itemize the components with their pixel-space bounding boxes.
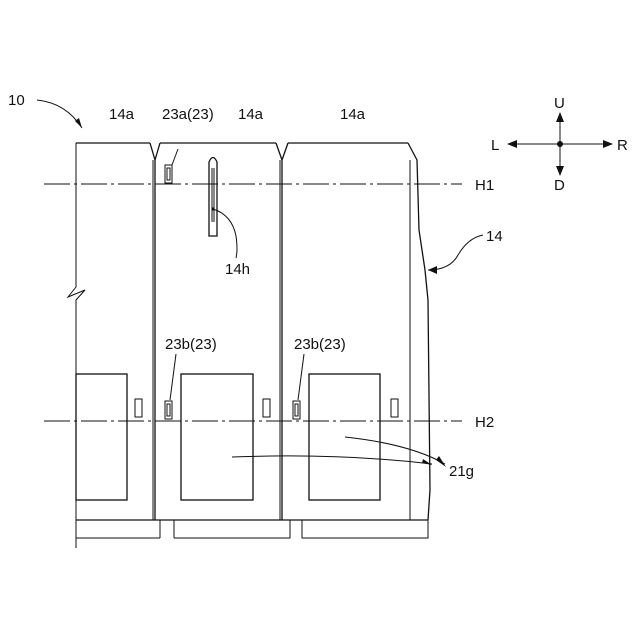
label-housing: 14: [486, 228, 503, 245]
small-slot: [135, 399, 142, 417]
label-slot-upper: 23a(23): [162, 106, 214, 123]
arrow-left-icon: [507, 140, 517, 148]
hole-14h: [209, 158, 217, 237]
label-assembly: 10: [8, 92, 25, 109]
label-direction-right: R: [617, 137, 628, 154]
label-slot-lower-1: 23b(23): [165, 336, 217, 353]
slot-23b-1-inner: [167, 404, 170, 416]
label-windows: 21g: [449, 463, 474, 480]
housing-outline: [68, 143, 430, 548]
label-direction-left: L: [491, 137, 499, 154]
slot-23a-inner: [167, 168, 170, 180]
small-slot: [263, 399, 270, 417]
arrow-up-icon: [556, 112, 564, 122]
panel-dividers: [150, 143, 410, 520]
label-panel-right: 14a: [340, 106, 366, 123]
slots: [135, 165, 398, 419]
window-left: [76, 374, 127, 500]
label-h2: H2: [475, 414, 494, 431]
label-slot-lower-2: 23b(23): [294, 336, 346, 353]
window-mid: [181, 374, 253, 500]
label-panel-left: 14a: [109, 106, 135, 123]
slot-23b-2-inner: [295, 404, 298, 416]
windows: [76, 374, 380, 500]
label-h1: H1: [475, 177, 494, 194]
label-direction-up: U: [554, 95, 565, 112]
small-slot: [391, 399, 398, 417]
label-direction-down: D: [554, 177, 565, 194]
arrow-down-icon: [556, 166, 564, 176]
label-panel-mid: 14a: [238, 106, 264, 123]
arrow-right-icon: [603, 140, 613, 148]
label-hole: 14h: [225, 261, 250, 278]
direction-compass: [507, 112, 613, 176]
leader-lines: [37, 100, 483, 467]
window-right: [309, 374, 380, 500]
